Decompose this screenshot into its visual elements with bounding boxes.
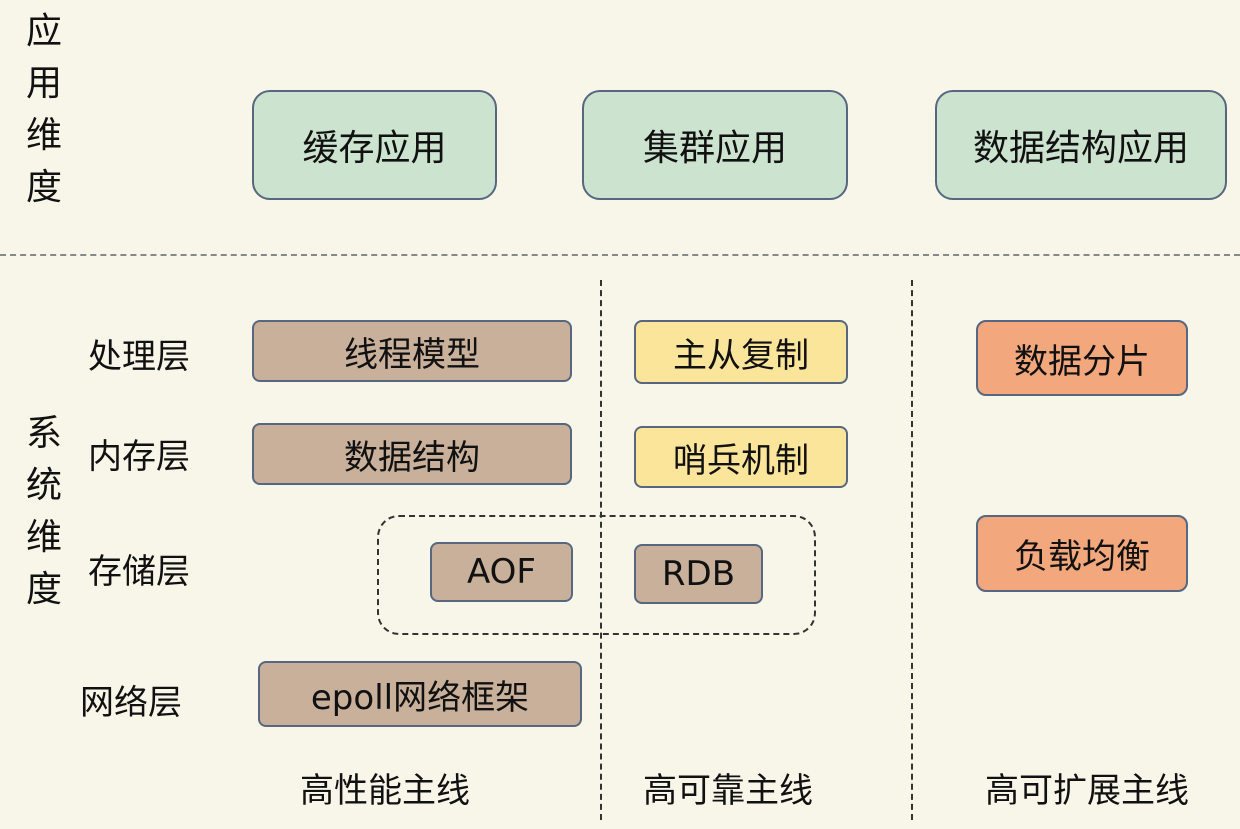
processing-layer-label: 处理层: [88, 337, 190, 377]
cache-application-box: 缓存应用: [252, 90, 497, 200]
application-dimension-label: 应用维度: [25, 11, 62, 208]
data-structure-application-box: 数据结构应用: [935, 90, 1227, 200]
dimension-separator: [0, 254, 1240, 256]
data-structure-box: 数据结构: [252, 423, 572, 485]
aof-box: AOF: [430, 542, 573, 602]
epoll-network-framework-box: epoll网络框架: [258, 661, 582, 727]
load-balancing-box: 负载均衡: [976, 515, 1188, 592]
rdb-box: RDB: [634, 544, 763, 604]
storage-layer-label: 存储层: [88, 552, 190, 592]
column-separator-right: [911, 280, 913, 820]
high-reliability-mainline-label: 高可靠主线: [643, 771, 813, 811]
high-scalability-mainline-label: 高可扩展主线: [985, 771, 1189, 811]
column-separator-left: [600, 280, 602, 820]
sentinel-mechanism-box: 哨兵机制: [634, 426, 848, 488]
master-slave-replication-box: 主从复制: [634, 320, 848, 384]
persistence-group-outline: [377, 515, 816, 635]
memory-layer-label: 内存层: [88, 437, 190, 477]
data-sharding-box: 数据分片: [976, 320, 1188, 396]
high-performance-mainline-label: 高性能主线: [300, 771, 470, 811]
system-dimension-label: 系统维度: [25, 413, 62, 610]
thread-model-box: 线程模型: [252, 320, 572, 382]
cluster-application-box: 集群应用: [582, 90, 848, 200]
network-layer-label: 网络层: [80, 683, 182, 723]
